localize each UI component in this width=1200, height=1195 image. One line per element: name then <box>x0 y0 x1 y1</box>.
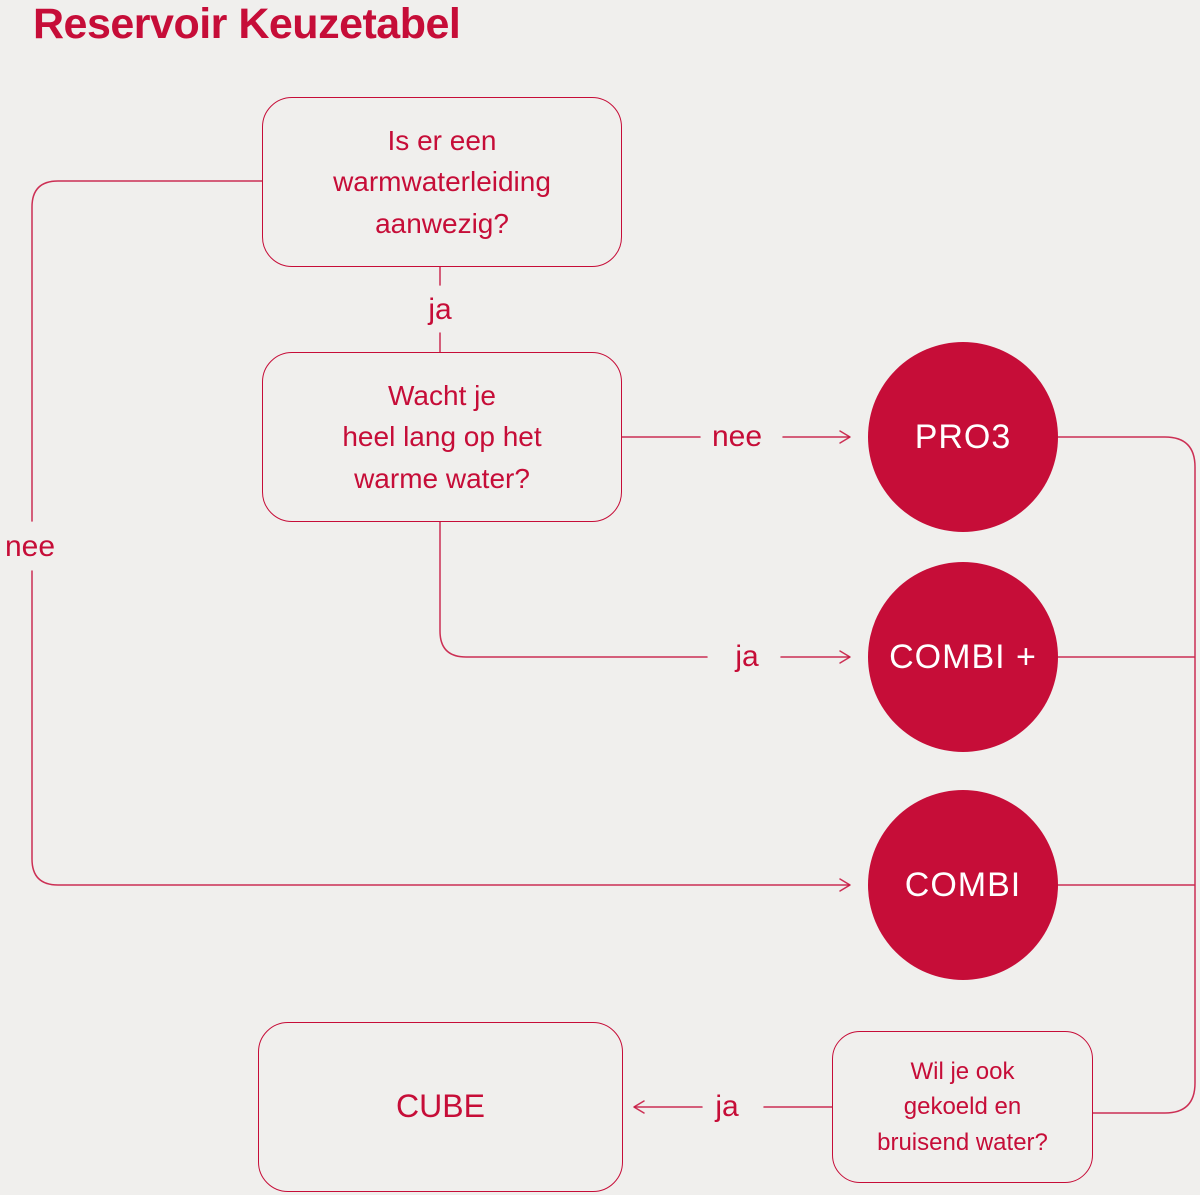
question-text: Wil je ook gekoeld en bruisend water? <box>877 1057 1048 1156</box>
question-node-gekoeld-bruisend: Wil je ook gekoeld en bruisend water? <box>832 1031 1093 1183</box>
arrowhead-combi <box>839 878 851 892</box>
connector-q1-nee-upper <box>31 180 263 522</box>
question-text: Is er een warmwaterleiding aanwezig? <box>333 124 551 239</box>
edge-label-q3-ja: ja <box>715 1090 739 1123</box>
arrowhead-combiplus <box>839 650 851 664</box>
edge-label-q2-nee: nee <box>711 420 763 453</box>
result-node-combi-plus: COMBI + <box>868 562 1058 752</box>
edge-label-q1-nee: nee <box>4 530 56 563</box>
edge-label-q1-ja: ja <box>428 293 452 326</box>
result-node-pro3: PRO3 <box>868 342 1058 532</box>
question-text: Wacht je heel lang op het warme water? <box>342 379 542 494</box>
result-label: PRO3 <box>914 417 1012 456</box>
arrowhead-pro3 <box>839 430 851 444</box>
connector-q2-ja-left <box>439 521 708 658</box>
result-node-combi: COMBI <box>868 790 1058 980</box>
edge-label-q2-ja: ja <box>735 640 759 673</box>
result-node-cube: CUBE <box>258 1022 623 1192</box>
page-title: Reservoir Keuzetabel <box>33 0 461 48</box>
question-node-wachttijd: Wacht je heel lang op het warme water? <box>262 352 622 522</box>
connector-pro3-to-q3 <box>1057 436 1196 1114</box>
result-label: COMBI <box>904 865 1022 904</box>
arrowhead-cube <box>633 1100 645 1114</box>
result-label: CUBE <box>396 1088 485 1125</box>
question-node-warmwaterleiding: Is er een warmwaterleiding aanwezig? <box>262 97 622 267</box>
result-label: COMBI + <box>889 637 1037 676</box>
connector-q1-nee-lower <box>31 570 850 886</box>
